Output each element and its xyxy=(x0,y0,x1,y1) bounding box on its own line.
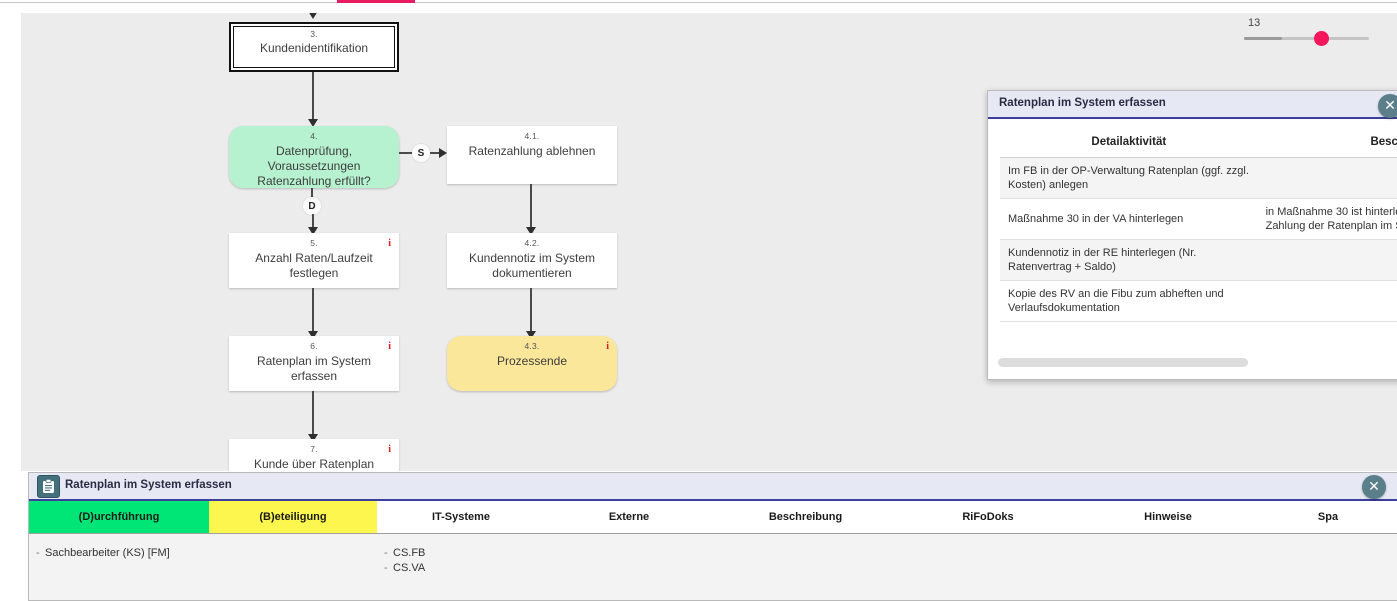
detail-panel[interactable]: Ratenplan im System erfassen ✕ Detailakt… xyxy=(987,90,1397,380)
raci-cell-hinweise xyxy=(1078,534,1258,601)
detail-col-beschreibung: Beschreibung xyxy=(1258,127,1397,158)
flow-node-4-2-number: 4.2. xyxy=(447,238,617,248)
zoom-slider-value: 13 xyxy=(1248,17,1260,29)
list-item: Sachbearbeiter (KS) [FM] xyxy=(45,546,209,561)
raci-list-durchfuehrung: Sachbearbeiter (KS) [FM] xyxy=(29,546,209,561)
flow-node-3-number: 3. xyxy=(231,29,397,39)
detail-panel-horizontal-scrollbar[interactable] xyxy=(998,358,1248,367)
raci-col-beschreibung[interactable]: Beschreibung xyxy=(713,501,898,534)
flow-node-6[interactable]: 6. Ratenplan im System erfassen i xyxy=(229,336,399,391)
flow-node-3[interactable]: 3. Kundenidentifikation xyxy=(229,22,399,72)
raci-col-it-systeme[interactable]: IT-Systeme xyxy=(377,501,545,534)
bottom-panel-close-icon[interactable]: ✕ xyxy=(1362,475,1386,499)
detail-col-detailaktivitaet: Detailaktivität xyxy=(1000,127,1258,158)
flow-node-4[interactable]: 4. Datenprüfung, Voraussetzungen Ratenza… xyxy=(229,126,399,188)
detail-panel-header: Ratenplan im System erfassen ✕ xyxy=(988,91,1397,119)
raci-col-hinweise[interactable]: Hinweise xyxy=(1078,501,1258,534)
edge-3-4-line xyxy=(312,72,314,124)
raci-table-header-row: (D)urchführung (B)eteiligung IT-Systeme … xyxy=(29,501,1397,534)
raci-table-row[interactable]: Sachbearbeiter (KS) [FM] CS.FB CS.VA xyxy=(29,534,1397,601)
detail-cell-beschreibung xyxy=(1258,240,1397,281)
raci-cell-externe xyxy=(545,534,713,601)
flow-node-4-3-info-icon: i xyxy=(606,342,609,352)
flow-node-4-1-label: Ratenzahlung ablehnen xyxy=(453,144,611,159)
flow-node-4-1[interactable]: 4.1. Ratenzahlung ablehnen xyxy=(447,126,617,184)
flow-node-4-2[interactable]: 4.2. Kundennotiz im System dokumentieren xyxy=(447,233,617,288)
flow-node-4-label: Datenprüfung, Voraussetzungen Ratenzahlu… xyxy=(235,144,393,189)
detail-panel-close-icon[interactable]: ✕ xyxy=(1378,94,1397,118)
flow-node-5-number: 5. xyxy=(229,238,399,248)
edge-41-42-line xyxy=(530,184,532,232)
detail-cell-aktivitaet: Im FB in der OP-Verwaltung Ratenplan (gg… xyxy=(1000,158,1258,199)
flow-node-4-3-number: 4.3. xyxy=(447,341,617,351)
edge-label-s: S xyxy=(412,144,430,162)
edge-4-41-arrow xyxy=(439,148,447,158)
detail-cell-aktivitaet: Kundennotiz in der RE hinterlegen (Nr. R… xyxy=(1000,240,1258,281)
edge-42-43-line xyxy=(530,288,532,336)
edge-label-d: D xyxy=(303,197,321,215)
detail-panel-title: Ratenplan im System erfassen xyxy=(999,97,1166,109)
list-item: CS.FB xyxy=(393,546,545,561)
detail-activity-table: Detailaktivität Beschreibung Im FB in de… xyxy=(1000,127,1397,322)
raci-col-durchfuehrung[interactable]: (D)urchführung xyxy=(29,501,209,534)
raci-cell-durchfuehrung: Sachbearbeiter (KS) [FM] xyxy=(29,534,209,601)
detail-table-row[interactable]: Maßnahme 30 in der VA hinterlegen in Maß… xyxy=(1000,199,1397,240)
zoom-slider-fill xyxy=(1244,37,1282,40)
flow-node-5[interactable]: 5. Anzahl Raten/Laufzeit festlegen i xyxy=(229,233,399,288)
flow-node-7-info-icon: i xyxy=(388,445,391,455)
flow-node-4-3[interactable]: 4.3. Prozessende i xyxy=(447,336,617,391)
raci-cell-spalte8 xyxy=(1258,534,1397,601)
detail-cell-beschreibung xyxy=(1258,281,1397,322)
detail-cell-beschreibung xyxy=(1258,158,1397,199)
active-tab-indicator[interactable] xyxy=(337,0,415,3)
flow-node-7[interactable]: 7. Kunde über Ratenplan informieren i xyxy=(229,439,399,471)
edge-6-7-line xyxy=(312,391,314,439)
tab-strip xyxy=(0,0,1397,4)
raci-cell-beschreibung xyxy=(713,534,898,601)
raci-list-it-systeme: CS.FB CS.VA xyxy=(377,546,545,576)
raci-cell-beteiligung xyxy=(209,534,377,601)
detail-table-header-row: Detailaktivität Beschreibung xyxy=(1000,127,1397,158)
bottom-panel[interactable]: Ratenplan im System erfassen ✕ (D)urchfü… xyxy=(28,472,1397,601)
detail-table-row[interactable]: Kopie des RV an die Fibu zum abheften un… xyxy=(1000,281,1397,322)
flow-node-4-number: 4. xyxy=(229,131,399,141)
flow-node-5-label: Anzahl Raten/Laufzeit festlegen xyxy=(235,251,393,281)
raci-col-beteiligung[interactable]: (B)eteiligung xyxy=(209,501,377,534)
raci-table: (D)urchführung (B)eteiligung IT-Systeme … xyxy=(29,501,1397,601)
bottom-panel-header: Ratenplan im System erfassen ✕ xyxy=(29,473,1397,501)
clipboard-icon xyxy=(37,475,60,498)
edge-5-6-line xyxy=(312,288,314,336)
flow-node-4-2-label: Kundennotiz im System dokumentieren xyxy=(453,251,611,281)
detail-table-row[interactable]: Im FB in der OP-Verwaltung Ratenplan (gg… xyxy=(1000,158,1397,199)
edge-entry-arrow xyxy=(308,13,318,19)
zoom-slider-thumb[interactable] xyxy=(1314,31,1329,46)
raci-cell-it-systeme: CS.FB CS.VA xyxy=(377,534,545,601)
flow-node-3-label: Kundenidentifikation xyxy=(237,41,391,56)
flow-node-4-1-number: 4.1. xyxy=(447,131,617,141)
detail-panel-body[interactable]: Detailaktivität Beschreibung Im FB in de… xyxy=(988,119,1397,379)
raci-cell-rifodoks xyxy=(898,534,1078,601)
flow-node-5-info-icon: i xyxy=(388,239,391,249)
list-item: CS.VA xyxy=(393,561,545,576)
raci-col-spalte8[interactable]: Spa xyxy=(1258,501,1397,534)
flow-node-7-number: 7. xyxy=(229,444,399,454)
detail-table-row[interactable]: Kundennotiz in der RE hinterlegen (Nr. R… xyxy=(1000,240,1397,281)
flow-node-4-3-label: Prozessende xyxy=(453,354,611,369)
flow-node-6-label: Ratenplan im System erfassen xyxy=(235,354,393,384)
bottom-panel-title: Ratenplan im System erfassen xyxy=(65,479,232,491)
detail-cell-beschreibung: in Maßnahme 30 ist hinterlegt, dass nach… xyxy=(1258,199,1397,240)
tab-strip-divider xyxy=(0,2,1397,3)
detail-cell-aktivitaet: Maßnahme 30 in der VA hinterlegen xyxy=(1000,199,1258,240)
raci-col-rifodoks[interactable]: RiFoDoks xyxy=(898,501,1078,534)
raci-col-externe[interactable]: Externe xyxy=(545,501,713,534)
flow-node-6-info-icon: i xyxy=(388,342,391,352)
flow-node-7-label: Kunde über Ratenplan informieren xyxy=(235,457,393,471)
zoom-slider[interactable]: 13 xyxy=(1244,17,1369,47)
detail-cell-aktivitaet: Kopie des RV an die Fibu zum abheften un… xyxy=(1000,281,1258,322)
flow-node-6-number: 6. xyxy=(229,341,399,351)
